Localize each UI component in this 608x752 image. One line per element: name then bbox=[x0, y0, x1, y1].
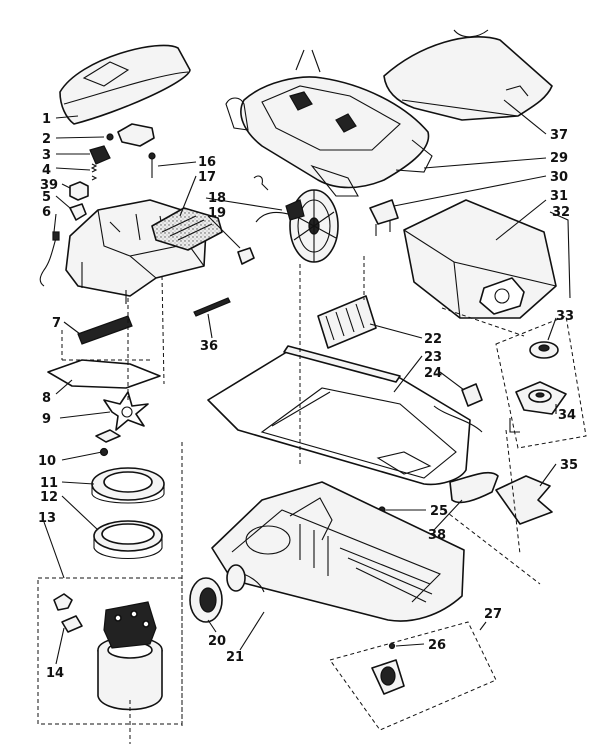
cord-bracket-part bbox=[369, 199, 399, 236]
callout-4: 4 bbox=[42, 163, 51, 178]
bag-cover-part bbox=[383, 29, 553, 121]
base-frame-part bbox=[207, 345, 471, 486]
hinge-bracket-part bbox=[509, 381, 567, 433]
fan-part bbox=[103, 391, 149, 431]
parts-box-right bbox=[495, 315, 587, 449]
front-clip-part bbox=[449, 471, 499, 504]
plug-part bbox=[237, 175, 269, 265]
filter-panel-part bbox=[61, 315, 150, 361]
pin-part bbox=[193, 297, 231, 317]
bushing-part bbox=[529, 341, 559, 359]
callout-38: 38 bbox=[428, 528, 446, 543]
washer-part bbox=[95, 429, 121, 443]
motor-part bbox=[97, 601, 163, 744]
switch-part bbox=[89, 145, 111, 165]
callout-27: 27 bbox=[484, 607, 502, 622]
callout-19: 19 bbox=[208, 206, 226, 221]
callout-26: 26 bbox=[428, 638, 446, 653]
caster-part bbox=[329, 621, 497, 731]
callout-33: 33 bbox=[556, 309, 574, 324]
callout-29: 29 bbox=[550, 151, 568, 166]
wheel-part bbox=[189, 577, 223, 623]
callout-12: 12 bbox=[40, 490, 58, 505]
callout-21: 21 bbox=[226, 650, 244, 665]
callout-7: 7 bbox=[52, 316, 61, 331]
callout-35: 35 bbox=[560, 458, 578, 473]
callout-24: 24 bbox=[424, 366, 442, 381]
callout-22: 22 bbox=[424, 332, 442, 347]
callout-39: 39 bbox=[40, 178, 58, 193]
upper-body-part bbox=[225, 49, 433, 197]
callout-34: 34 bbox=[558, 408, 576, 423]
callout-labels: 1 2 3 4 39 5 6 7 8 9 10 11 12 13 14 16 1… bbox=[38, 112, 578, 681]
callout-14: 14 bbox=[46, 666, 64, 681]
callout-18: 18 bbox=[208, 191, 226, 206]
callout-5: 5 bbox=[42, 190, 51, 205]
callout-10: 10 bbox=[38, 454, 56, 469]
callout-30: 30 bbox=[550, 170, 568, 185]
upper-ring-part bbox=[91, 467, 165, 504]
vent-part bbox=[317, 295, 377, 349]
callout-9: 9 bbox=[42, 412, 51, 427]
callout-32: 32 bbox=[552, 205, 570, 220]
callout-3: 3 bbox=[42, 148, 51, 163]
clip-part bbox=[69, 203, 87, 221]
latch-part bbox=[106, 123, 155, 147]
motor-brush-part bbox=[53, 593, 83, 633]
callout-1: 1 bbox=[42, 112, 51, 127]
callout-8: 8 bbox=[42, 391, 51, 406]
callout-2: 2 bbox=[42, 132, 51, 147]
callout-31: 31 bbox=[550, 189, 568, 204]
callout-37: 37 bbox=[550, 128, 568, 143]
rear-switch-part bbox=[433, 383, 483, 433]
small-block-part bbox=[69, 181, 89, 201]
callout-6: 6 bbox=[42, 205, 51, 220]
callout-25: 25 bbox=[430, 504, 448, 519]
cord-reel-part bbox=[255, 189, 339, 263]
top-cover-part bbox=[59, 44, 191, 125]
callout-16: 16 bbox=[198, 155, 216, 170]
callout-11: 11 bbox=[40, 476, 58, 491]
bracket-part bbox=[47, 359, 161, 389]
grille-part bbox=[151, 207, 223, 251]
leader-lines bbox=[43, 99, 571, 665]
gasket-part bbox=[93, 520, 163, 560]
wheel-bracket-part bbox=[495, 475, 553, 525]
motor-box-part bbox=[37, 577, 183, 725]
dust-bag-part bbox=[403, 199, 557, 319]
callout-17: 17 bbox=[198, 170, 216, 185]
assembly-lines bbox=[127, 256, 541, 726]
base-part bbox=[211, 481, 465, 622]
screw-part bbox=[148, 152, 156, 178]
wire-part bbox=[39, 231, 60, 287]
callout-23: 23 bbox=[424, 350, 442, 365]
callout-36: 36 bbox=[200, 339, 218, 354]
callout-13: 13 bbox=[38, 511, 56, 526]
callout-20: 20 bbox=[208, 634, 226, 649]
spring-part bbox=[90, 163, 98, 181]
